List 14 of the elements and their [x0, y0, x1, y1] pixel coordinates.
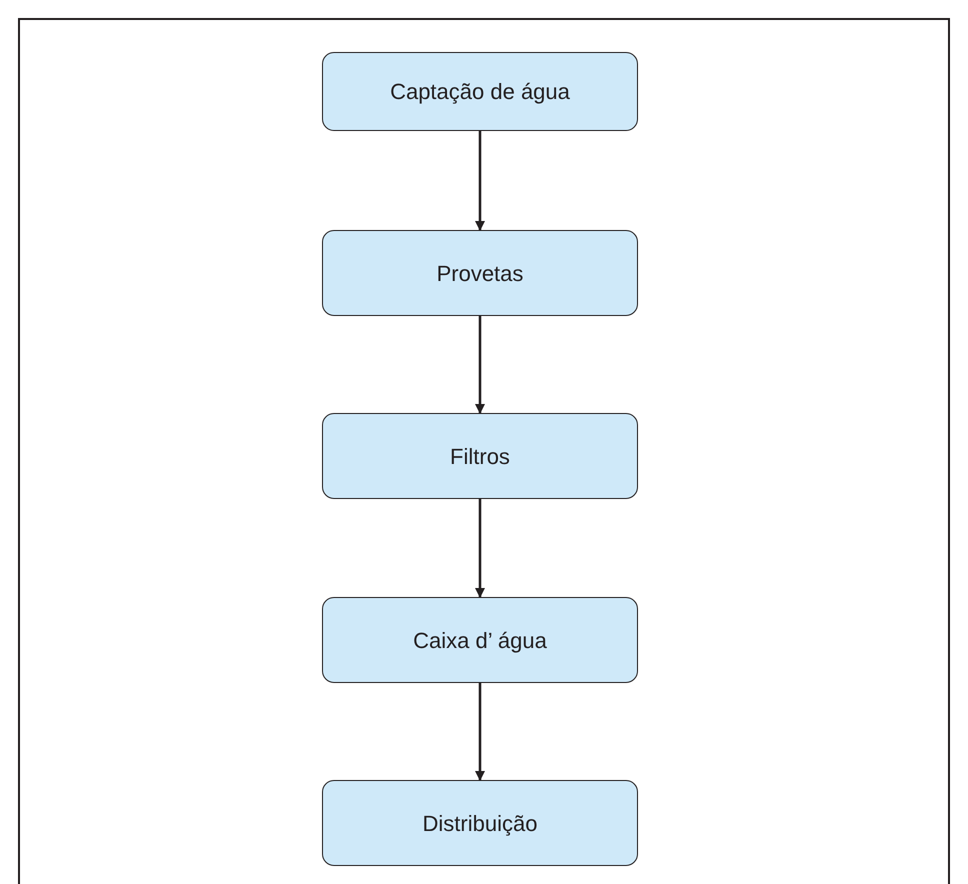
process-box — [322, 780, 638, 866]
process-box — [322, 230, 638, 316]
process-box — [322, 413, 638, 499]
box-label: Captação de água — [390, 78, 570, 106]
box-label: Distribuição — [422, 810, 538, 838]
arrow — [475, 316, 485, 414]
arrow — [475, 683, 485, 781]
box-label: Provetas — [436, 260, 524, 288]
box-label: Caixa d’ água — [413, 626, 547, 655]
process-box — [322, 597, 638, 683]
arrow — [475, 131, 485, 231]
box-label: Filtros — [450, 442, 510, 470]
process-box — [322, 52, 638, 131]
arrow — [475, 499, 485, 598]
